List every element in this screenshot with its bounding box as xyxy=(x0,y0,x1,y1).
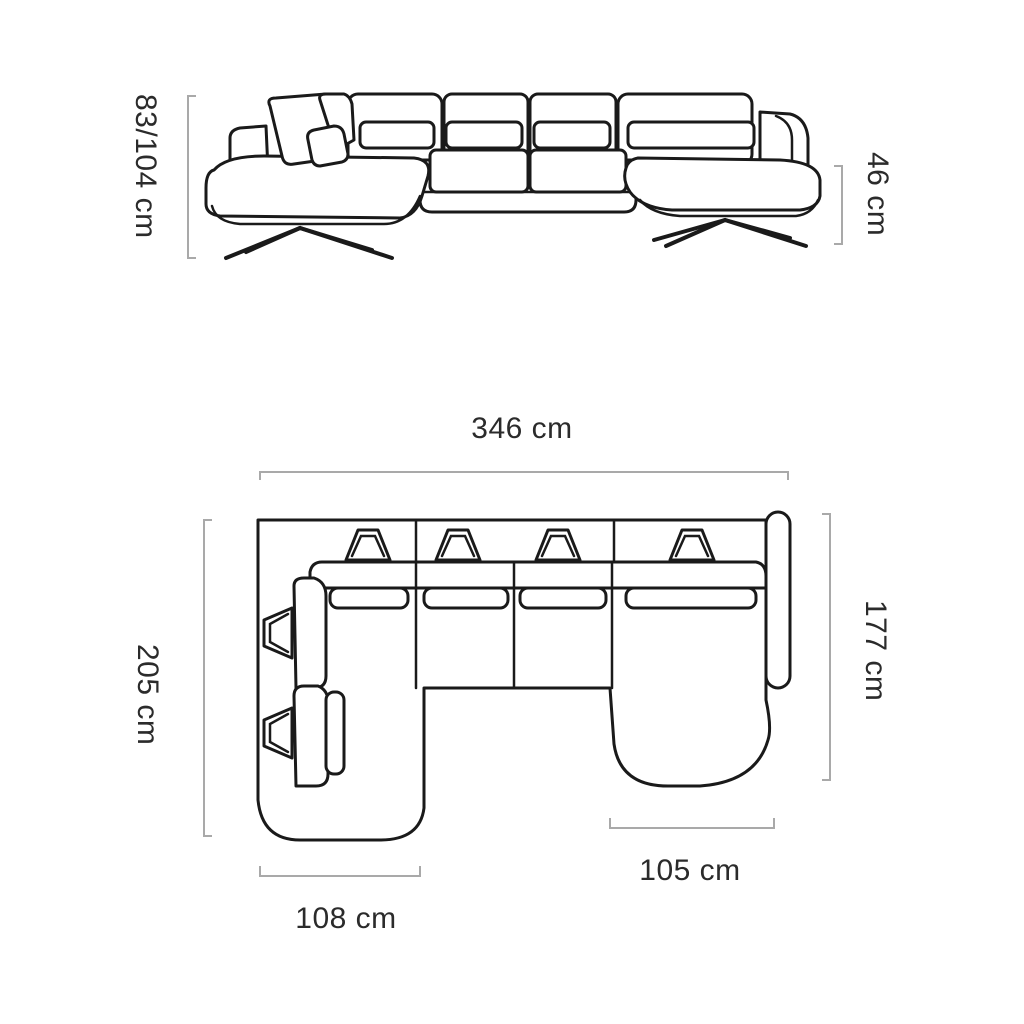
right-depth-dimension-line xyxy=(822,513,831,781)
right-chaise xyxy=(623,156,822,212)
left-back-cushion-lower xyxy=(292,684,330,788)
bracket-5 xyxy=(262,606,294,660)
left-chaise-width-label: 108 cm xyxy=(295,902,396,935)
throw-pillow-small xyxy=(306,124,350,168)
headrest-pad-top-3 xyxy=(518,586,608,610)
seat-height-label: 46 cm xyxy=(861,152,894,236)
total-width-dimension-line xyxy=(259,471,789,480)
back-cushion-row xyxy=(308,560,768,590)
middle-seat-cushion-1 xyxy=(428,148,530,194)
bracket-1 xyxy=(344,528,392,562)
middle-seat-cushion-2 xyxy=(528,148,628,194)
recliner-brackets xyxy=(262,528,716,760)
bracket-3 xyxy=(534,528,582,562)
bracket-6 xyxy=(262,706,294,760)
total-width-label: 346 cm xyxy=(471,412,572,445)
bracket-4 xyxy=(668,528,716,562)
right-chaise-width-label: 105 cm xyxy=(639,854,740,887)
right-chaise-legs xyxy=(652,218,808,248)
left-back-cushion-upper xyxy=(292,576,328,690)
right-chaise-dimension-line xyxy=(609,818,775,829)
headrest-pad-3 xyxy=(532,120,612,150)
right-armrest-top xyxy=(764,510,792,690)
top-view xyxy=(203,471,831,877)
height-label: 83/104 cm xyxy=(129,94,162,239)
left-chaise-dimension-line xyxy=(259,866,421,877)
height-dimension-line xyxy=(187,95,196,259)
left-side-pad xyxy=(324,690,346,776)
headrest-pad-2 xyxy=(444,120,524,150)
left-depth-dimension-line xyxy=(203,519,212,837)
bracket-2 xyxy=(434,528,482,562)
left-chaise xyxy=(204,154,431,220)
seat-height-dimension-line xyxy=(834,165,843,245)
headrest-pad-4 xyxy=(626,120,756,150)
front-view xyxy=(187,92,843,260)
headrest-pad-1 xyxy=(358,120,436,150)
headrest-pad-top-2 xyxy=(422,586,510,610)
headrest-pad-top-4 xyxy=(624,586,758,610)
left-chaise-legs xyxy=(224,226,394,260)
right-depth-label: 177 cm xyxy=(859,600,892,701)
headrest-pad-top-1 xyxy=(328,586,410,610)
left-depth-label: 205 cm xyxy=(131,644,164,745)
